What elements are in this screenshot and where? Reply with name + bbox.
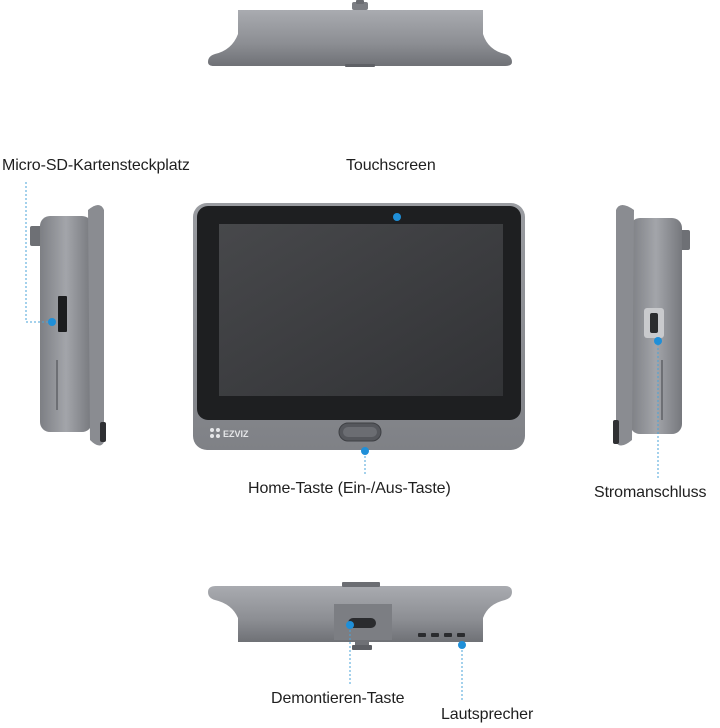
blue-dot-marker [48, 213, 662, 649]
left-side-view [30, 205, 106, 446]
label-power-port: Stromanschluss [594, 484, 707, 501]
label-sd-slot: Micro-SD-Kartensteckplatz [2, 157, 190, 174]
front-view [193, 203, 525, 450]
label-speaker: Lautsprecher [441, 706, 534, 723]
label-home-button: Home-Taste (Ein-/Aus-Taste) [248, 480, 451, 497]
label-touchscreen: Touchscreen [346, 157, 436, 174]
brand-logo-text: EZVIZ [223, 429, 249, 439]
bottom-view [208, 582, 512, 650]
top-view [208, 0, 512, 67]
leader-lines [25, 182, 659, 702]
label-unmount-button: Demontieren-Taste [271, 690, 405, 707]
ezviz-logo-icon [210, 428, 220, 438]
right-side-view [613, 205, 690, 446]
